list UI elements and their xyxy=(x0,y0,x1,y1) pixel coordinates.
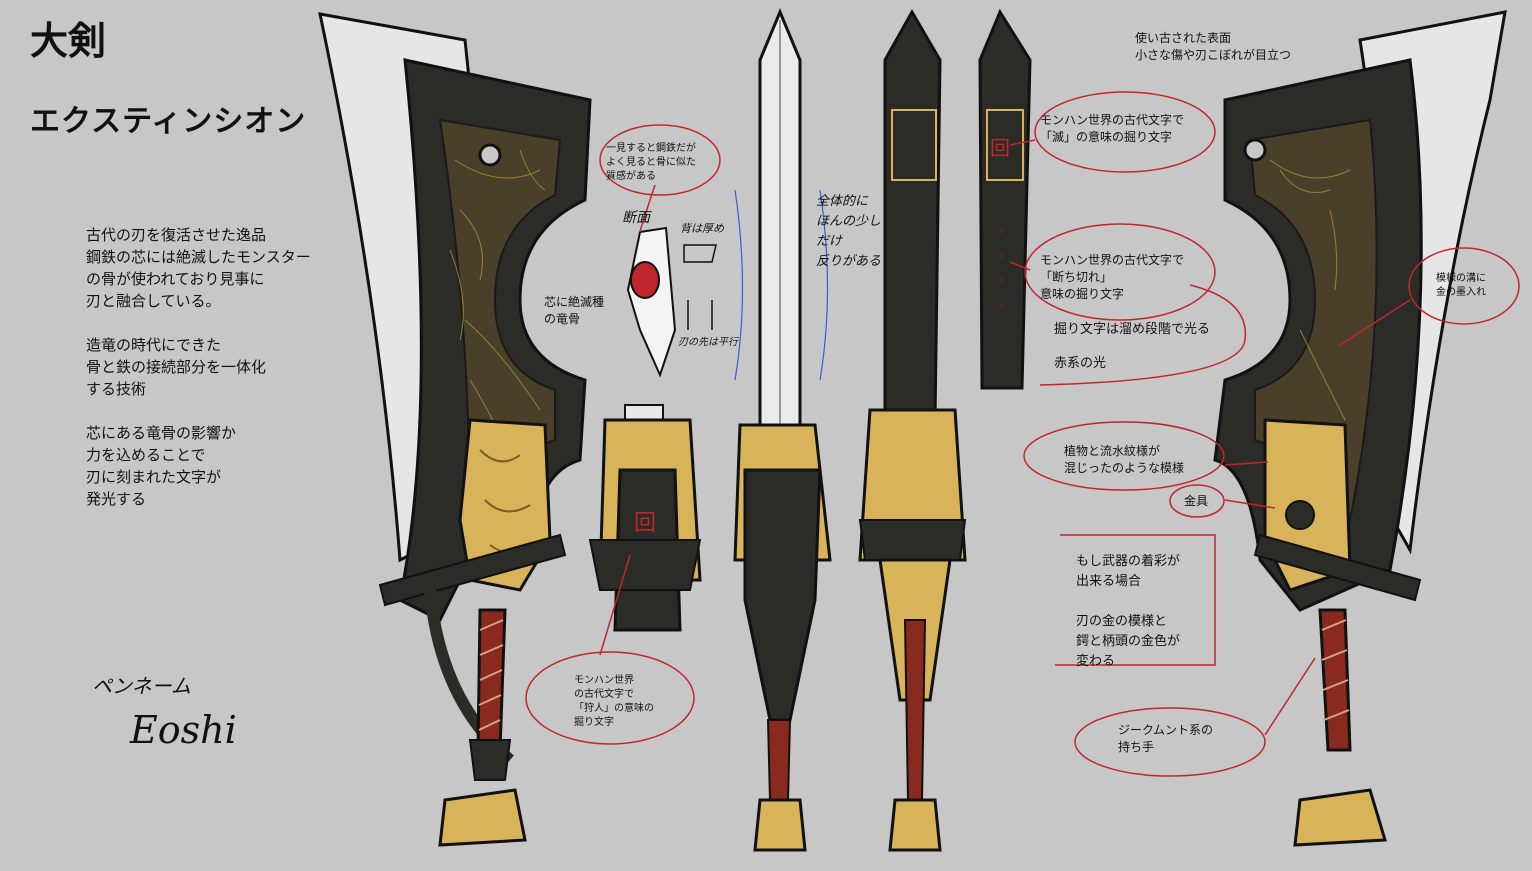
annotation-cross-section: 断面 xyxy=(622,210,650,226)
annotation-back-thickness: 背は厚め xyxy=(680,222,724,235)
weapon-name: エクスティンシオン xyxy=(30,104,307,139)
great-sword-front-view xyxy=(733,8,832,852)
svg-text:◦: ◦ xyxy=(998,224,1005,238)
svg-text:◦: ◦ xyxy=(998,299,1005,313)
annotation-grip: ジークムント系の 持ち手 xyxy=(1118,723,1214,754)
annotation-blade-parallel: 刃の先は平行 xyxy=(678,337,738,348)
annotation-coloring: もし武器の着彩が 出来る場合 刃の金の模様と 鍔と柄頭の金色が 変わる xyxy=(1076,554,1181,669)
description-paragraph: 造竜の時代にできた 骨と鉄の接続部分を一体化 する技術 xyxy=(86,336,267,398)
annotation-fitting: 金具 xyxy=(1184,494,1209,508)
annotation-plant-water: 植物と流水紋様が 混じったのような模様 xyxy=(1064,444,1185,475)
annotation-marks xyxy=(525,91,1520,777)
hilt-closeup: 回 xyxy=(588,404,702,632)
annotation-script-extinct: モンハン世界の古代文字で 「滅」の意味の掘り文字 xyxy=(1040,113,1185,144)
annotation-glow-stages: 掘り文字は溜め段階で光る xyxy=(1054,322,1211,337)
annotation-core-bone: 芯に絶滅種 の竜骨 xyxy=(544,295,605,326)
pen-name-label: ペンネーム xyxy=(92,674,191,698)
annotation-script-cut: モンハン世界の古代文字で 「断ち切れ」 意味の掘り文字 xyxy=(1040,253,1185,301)
page-title: 大剣 xyxy=(30,19,107,63)
artist-signature: Eoshi xyxy=(130,708,237,752)
annotation-warp: 全体的に ほんの少し だけ 反りがある xyxy=(816,194,882,269)
description-paragraph: 古代の刃を復活させた逸品 鋼鉄の芯には絶滅したモンスター の骨が使われており見事… xyxy=(86,226,311,310)
svg-text:回: 回 xyxy=(634,511,656,536)
annotation-hunter-script: モンハン世界 の古代文字で 「狩人」の意味の 掘り文字 xyxy=(574,675,654,728)
great-sword-back-view xyxy=(858,8,967,852)
great-sword-left-view xyxy=(318,12,592,847)
svg-text:回: 回 xyxy=(990,136,1010,160)
annotation-steel-texture: 一見すると鋼鉄だが よく見ると骨に似た 質感がある xyxy=(606,143,696,182)
great-sword-right-view xyxy=(1213,10,1507,847)
glowing-back-view: 回 ◦ ◦ ◦ ◦ xyxy=(978,8,1032,390)
weapon-description: 古代の刃を復活させた逸品 鋼鉄の芯には絶滅したモンスター の骨が使われており見事… xyxy=(86,224,311,532)
cross-section-drawing xyxy=(626,226,717,378)
annotation-gold-ink: 模様の溝に 金の墨入れ xyxy=(1436,273,1486,298)
annotation-red-light: 赤系の光 xyxy=(1054,356,1107,371)
svg-text:◦: ◦ xyxy=(998,274,1005,288)
svg-text:◦: ◦ xyxy=(998,249,1005,263)
description-paragraph: 芯にある竜骨の影響か 力を込めることで 刃に刻まれた文字が 発光する xyxy=(86,424,237,508)
annotation-worn-surface: 使い古された表面 小さな傷や刃こぼれが目立つ xyxy=(1135,31,1292,62)
guide-lines xyxy=(734,189,829,381)
